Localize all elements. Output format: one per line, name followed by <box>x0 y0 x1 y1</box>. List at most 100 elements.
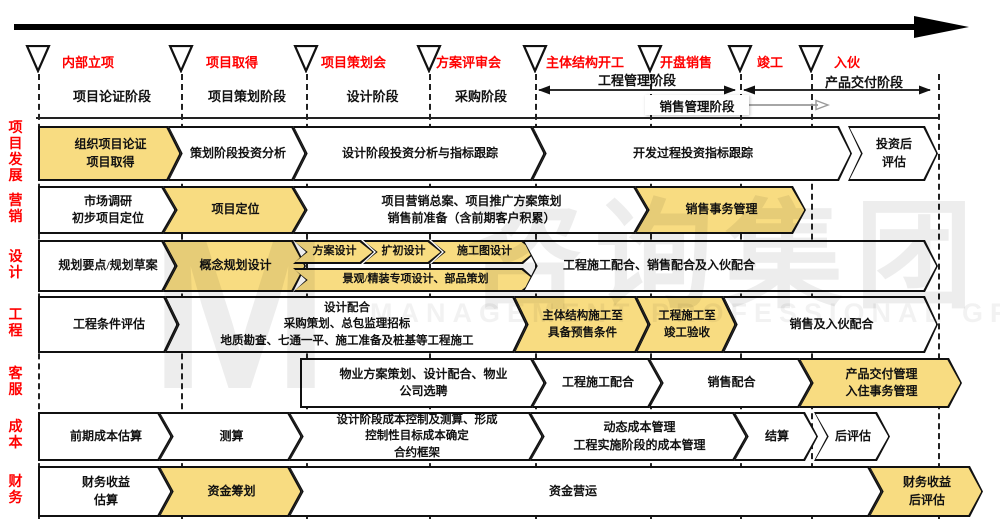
milestone-dashed-line <box>938 74 940 519</box>
process-chevron: 销售及入伙配合 <box>723 296 938 353</box>
process-chevron: 开发过程投资指标跟踪 <box>532 126 852 181</box>
chevron-text: 财务收益 后评估 <box>902 475 951 507</box>
process-chevron: 后评估 <box>814 412 890 461</box>
milestone-label: 内部立项 <box>62 55 115 70</box>
process-chevron: 项目营销总案、项目推广方案策划 销售前准备（含前期客户积累） <box>293 186 648 234</box>
process-chevron: 组织项目论证 项目取得 <box>38 126 181 181</box>
chevron-text: 项目定位 <box>211 202 260 217</box>
chevron-text: 方案设计 <box>312 245 357 258</box>
chevron-text: 资金筹划 <box>207 483 256 498</box>
milestone-label: 项目取得 <box>206 55 259 70</box>
milestone-triangle-icon <box>25 45 51 73</box>
chevron-text: 设计阶段投资分析与指标跟踪 <box>341 145 498 160</box>
milestone-label: 入伙 <box>834 55 861 70</box>
chevron-text: 前期成本估算 <box>69 428 142 443</box>
process-chevron: 测算 <box>159 412 302 461</box>
milestone-label: 主体结构开工 <box>546 55 625 70</box>
process-chevron: 销售配合 <box>649 358 812 408</box>
process-chevron: 工程条件评估 <box>38 296 178 353</box>
process-chevron: 规划要点/规划草案 <box>38 240 176 292</box>
chevron-text: 结算 <box>764 428 789 443</box>
process-chevron: 方案设计 <box>293 240 374 264</box>
phase-label: 采购阶段 <box>454 89 507 104</box>
phase-range-arrow <box>743 85 931 95</box>
phase-label: 设计阶段 <box>346 89 399 104</box>
process-chevron: 景观/精装专项设计、部品策划 <box>293 268 536 292</box>
chevron-text: 财务收益 估算 <box>81 475 130 507</box>
row-label-marketing: 营销 <box>8 194 23 225</box>
phase-label: 产品交付阶段 <box>824 75 903 90</box>
chevron-text: 项目营销总案、项目推广方案策划 销售前准备（含前期客户积累） <box>381 193 562 225</box>
milestone-triangle-icon <box>727 45 753 73</box>
row-label-cost: 成本 <box>8 420 23 451</box>
milestone-triangle-icon <box>168 45 194 73</box>
chevron-text: 市场调研 初步项目定位 <box>71 193 144 225</box>
process-chevron: 工程施工至 竣工验收 <box>636 296 736 353</box>
milestone-triangle-icon <box>798 45 824 73</box>
chevron-text: 动态成本管理 工程实施阶段的成本管理 <box>573 420 706 452</box>
process-chevron: 财务收益 估算 <box>38 466 172 517</box>
chevron-text: 设计配合 采购策划、总包监理招标 地质勘查、七通一平、施工准备及桩基等工程施工 <box>220 302 474 347</box>
milestone-label: 项目策划会 <box>321 55 387 70</box>
chevron-text: 销售事务管理 <box>685 202 758 217</box>
process-chevron: 资金营运 <box>289 466 882 517</box>
timeline-arrow-line <box>14 24 917 30</box>
row-label-project-development: 项目发展 <box>8 121 23 184</box>
chevron-text: 概念规划设计 <box>199 258 272 273</box>
chevron-text: 景观/精装专项设计、部品策划 <box>342 273 489 286</box>
process-chevron: 物业方案策划、设计配合、物业 公司选聘 <box>300 358 545 408</box>
phase-label: 工程管理阶段 <box>597 73 676 88</box>
process-chevron: 施工图设计 <box>431 240 536 264</box>
row-label-design: 设计 <box>8 250 23 281</box>
process-chevron: 设计配合 采购策划、总包监理招标 地质勘查、七通一平、施工准备及桩基等工程施工 <box>165 296 527 353</box>
chevron-text: 销售配合 <box>707 375 756 390</box>
chevron-text: 工程施工配合 <box>561 375 634 390</box>
chevron-text: 工程施工至 竣工验收 <box>658 310 716 339</box>
process-chevron: 销售事务管理 <box>635 186 806 234</box>
chevron-text: 测算 <box>219 428 244 443</box>
milestone-triangle-icon <box>637 45 663 73</box>
chevron-text: 工程施工配合、销售配合及入伙配合 <box>563 258 756 273</box>
chevron-text: 产品交付管理 入住事务管理 <box>845 366 918 398</box>
chevron-text: 设计阶段成本控制及测算、形成 控制性目标成本确定 合约框架 <box>336 414 498 459</box>
milestone-triangle-icon <box>293 45 319 73</box>
chevron-text: 销售及入伙配合 <box>789 316 874 331</box>
process-chevron: 结算 <box>734 412 818 461</box>
process-chevron: 动态成本管理 工程实施阶段的成本管理 <box>530 412 747 461</box>
timeline-arrowhead-icon <box>914 16 969 38</box>
chevron-text: 扩初设计 <box>381 245 426 258</box>
process-chevron: 资金筹划 <box>159 466 302 517</box>
header-divider <box>36 117 938 119</box>
process-chevron: 市场调研 初步项目定位 <box>38 186 176 234</box>
process-chevron: 投资后 评估 <box>848 126 938 181</box>
chevron-text: 组织项目论证 项目取得 <box>74 137 147 169</box>
chevron-text: 规划要点/规划草案 <box>58 258 158 273</box>
process-chevron: 产品交付管理 入住事务管理 <box>799 358 962 408</box>
row-label-engineering: 工程 <box>8 308 23 339</box>
process-chevron: 工程施工配合、销售配合及入伙配合 <box>523 240 938 292</box>
process-chevron: 项目定位 <box>163 186 306 234</box>
phase-range-arrow <box>538 85 736 95</box>
process-chevron: 策划阶段投资分析 <box>168 126 306 181</box>
chevron-text: 后评估 <box>834 428 871 443</box>
sales-phase-gray-arrow <box>748 99 830 111</box>
phase-label: 项目论证阶段 <box>72 89 151 104</box>
process-chevron: 扩初设计 <box>363 240 442 264</box>
phase-label: 项目策划阶段 <box>207 89 286 104</box>
chevron-text: 投资后 评估 <box>875 137 912 169</box>
chevron-text: 资金营运 <box>549 483 598 498</box>
row-label-finance: 财务 <box>8 475 23 506</box>
process-chevron: 设计阶段投资分析与指标跟踪 <box>293 126 545 181</box>
phase-label-sales: 销售管理阶段 <box>645 95 749 115</box>
process-chevron: 主体结构施工至 具备预售条件 <box>514 296 649 353</box>
milestone-label: 竣工 <box>757 55 784 70</box>
chevron-text: 物业方案策划、设计配合、物业 公司选聘 <box>339 366 508 398</box>
chevron-text: 开发过程投资指标跟踪 <box>632 145 753 160</box>
milestone-label: 开盘销售 <box>660 55 713 70</box>
process-chevron: 前期成本估算 <box>38 412 172 461</box>
row-label-customer-service: 客服 <box>8 367 23 398</box>
milestone-label: 方案评审会 <box>436 55 502 70</box>
chevron-text: 策划阶段投资分析 <box>189 145 286 160</box>
chevron-text: 工程条件评估 <box>72 316 145 331</box>
